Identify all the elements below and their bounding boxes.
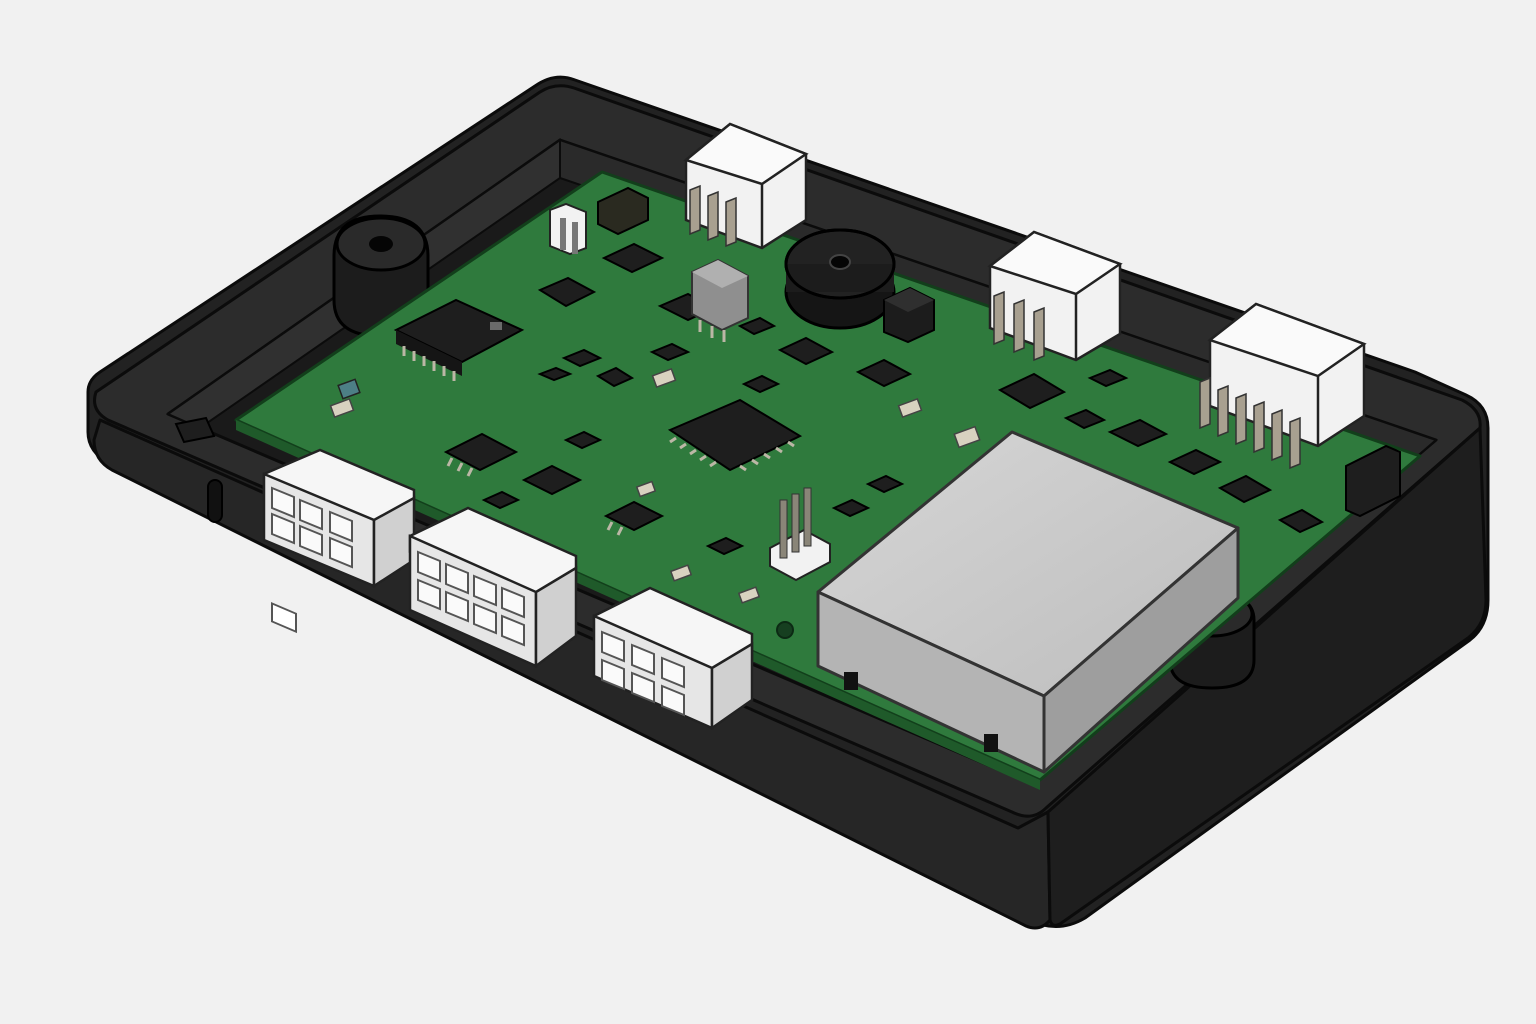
led [337,378,361,400]
connector-top-2 [987,230,1123,362]
soic-chip-left [393,298,525,381]
capacitor-tall [883,286,935,344]
soic-chip-small-2 [603,500,665,536]
enclosure-side-wall [1046,426,1488,927]
connector-front-1 [262,448,416,634]
buzzer [784,228,896,330]
jumper-header [549,202,587,256]
connector-top-1 [683,122,809,250]
connector-top-3 [1199,302,1367,470]
pin-header-3 [769,487,831,582]
connector-front-3 [592,586,754,731]
crystal [597,186,649,236]
voltage-regulator [691,258,749,342]
rf-shield-can [816,430,1240,774]
passive-components [329,367,981,604]
smd-components [174,242,1401,556]
soic-chip-small-1 [443,432,519,477]
connector-front-2 [408,506,578,669]
pcb-via-hole [776,621,794,639]
enclosure-slot [207,479,223,523]
mcu-chip [667,398,803,472]
